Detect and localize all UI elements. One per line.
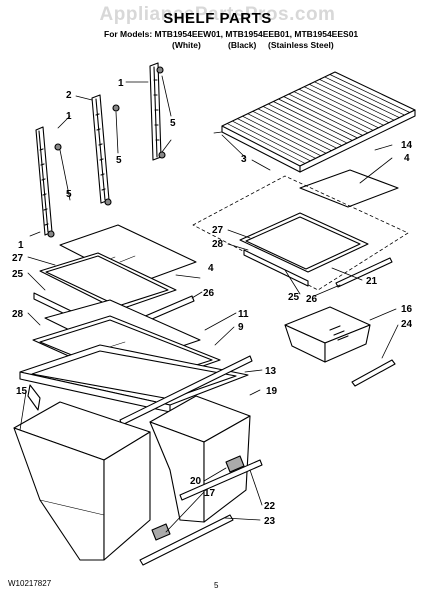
callout-26b: 26 [203, 288, 215, 299]
callout-20: 20 [190, 476, 202, 487]
callout-24: 24 [401, 319, 413, 330]
crisper-drawer-left [13, 401, 151, 561]
callout-26a: 26 [306, 294, 318, 305]
callout-25a: 25 [288, 292, 300, 303]
callout-1b: 1 [18, 240, 24, 251]
callout-17: 17 [204, 488, 216, 499]
crisper-drawer-right [149, 395, 251, 523]
rail-23 [139, 514, 234, 566]
glass-shelf-left [33, 224, 197, 332]
callout-2: 2 [66, 90, 72, 101]
callout-27a: 27 [212, 225, 224, 236]
bracket-17 [151, 523, 171, 541]
variant-white: (White) [172, 40, 201, 50]
shelf-support-right [149, 62, 162, 161]
bracket-20 [225, 455, 245, 473]
rail-24 [351, 359, 396, 387]
callout-15: 15 [16, 386, 28, 397]
crisper-drawer-small [284, 306, 371, 363]
variant-black: (Black) [228, 40, 257, 50]
callout-14: 14 [401, 140, 413, 151]
callout-1c: 1 [118, 78, 124, 89]
callout-11: 11 [238, 309, 249, 320]
callout-22: 22 [264, 501, 276, 512]
callout-9: 9 [238, 322, 244, 333]
document-number: W10217827 [8, 579, 52, 588]
watermark: AppliancePartsPros.com [99, 4, 336, 25]
rail-22 [179, 459, 263, 501]
callout-5b: 5 [116, 155, 122, 166]
shelf-right [239, 212, 393, 288]
glass-insert-upper [299, 169, 399, 208]
callout-28b: 28 [12, 309, 24, 320]
shelf-support-left [35, 126, 53, 236]
callout-3: 3 [241, 154, 247, 165]
page-title: SHELF PARTS [163, 10, 272, 27]
callout-25b: 25 [12, 269, 24, 280]
callout-1a: 1 [66, 111, 72, 122]
callout-28a: 28 [212, 239, 224, 250]
shelf-support-middle [91, 94, 110, 204]
wire-shelf [221, 71, 416, 173]
callout-labels: 1 1 1 2 5 5 5 3 14 4 4 27 27 28 28 25 25… [12, 78, 413, 527]
callout-16: 16 [401, 304, 413, 315]
leader-lines [19, 75, 399, 533]
callout-4b: 4 [208, 263, 214, 274]
drawer-frame [19, 344, 253, 426]
callout-21: 21 [366, 276, 378, 287]
callout-5a: 5 [66, 189, 72, 200]
callout-23: 23 [264, 516, 276, 527]
variant-stainless: (Stainless Steel) [268, 40, 334, 50]
callout-4a: 4 [404, 153, 410, 164]
callout-5c: 5 [170, 118, 176, 129]
callout-13: 13 [265, 366, 277, 377]
page-number: 5 [214, 581, 219, 590]
callout-27b: 27 [12, 253, 24, 264]
models-line: For Models: MTB1954EEW01, MTB1954EEB01, … [104, 29, 359, 39]
callout-19: 19 [266, 386, 278, 397]
